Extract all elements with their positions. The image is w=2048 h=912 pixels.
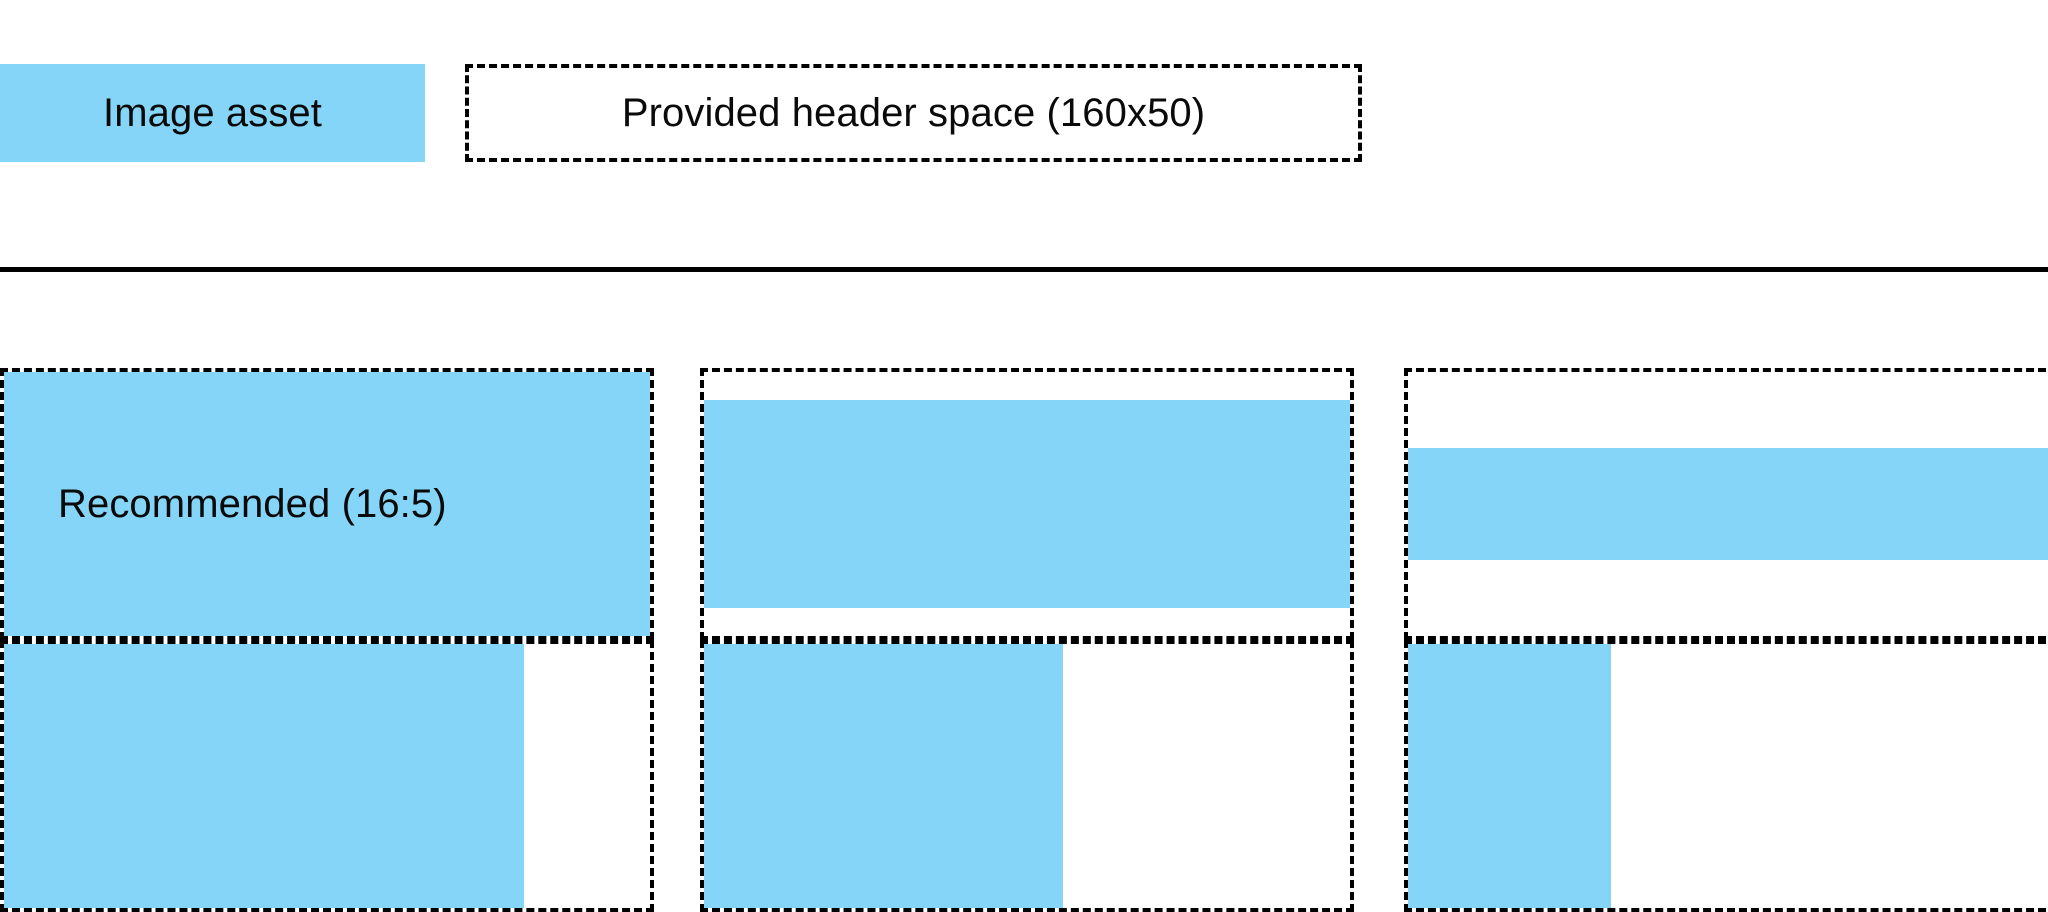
aspect-ratio-examples-grid: Recommended (16:5) — [0, 368, 2048, 912]
image-asset-legend-label: Image asset — [103, 91, 322, 135]
asset-fill-wide-slab — [4, 644, 525, 908]
example-cell-medium-slab — [700, 640, 1354, 912]
examples-row-bottom — [0, 640, 2048, 912]
provided-header-space-legend-label: Provided header space (160x50) — [621, 91, 1206, 135]
example-cell-recommended: Recommended (16:5) — [0, 368, 654, 640]
asset-fill-medium-slab — [704, 644, 1063, 908]
legend-row: Image asset Provided header space (160x5… — [0, 64, 2048, 162]
image-asset-legend-swatch: Image asset — [0, 64, 425, 162]
example-cell-narrow-slab — [1404, 640, 2048, 912]
example-cell-label-recommended: Recommended (16:5) — [58, 482, 447, 526]
example-cell-narrow-band — [1404, 368, 2048, 640]
example-cell-wide-slab — [0, 640, 654, 912]
provided-header-space-legend-box: Provided header space (160x50) — [465, 64, 1362, 162]
examples-row-top: Recommended (16:5) — [0, 368, 2048, 640]
asset-fill-recommended — [4, 372, 650, 636]
asset-fill-inset-band — [704, 400, 1350, 608]
asset-fill-narrow-band — [1408, 448, 2048, 560]
asset-fill-narrow-slab — [1408, 644, 1612, 908]
example-cell-inset-band — [700, 368, 1354, 640]
section-divider — [0, 267, 2048, 272]
